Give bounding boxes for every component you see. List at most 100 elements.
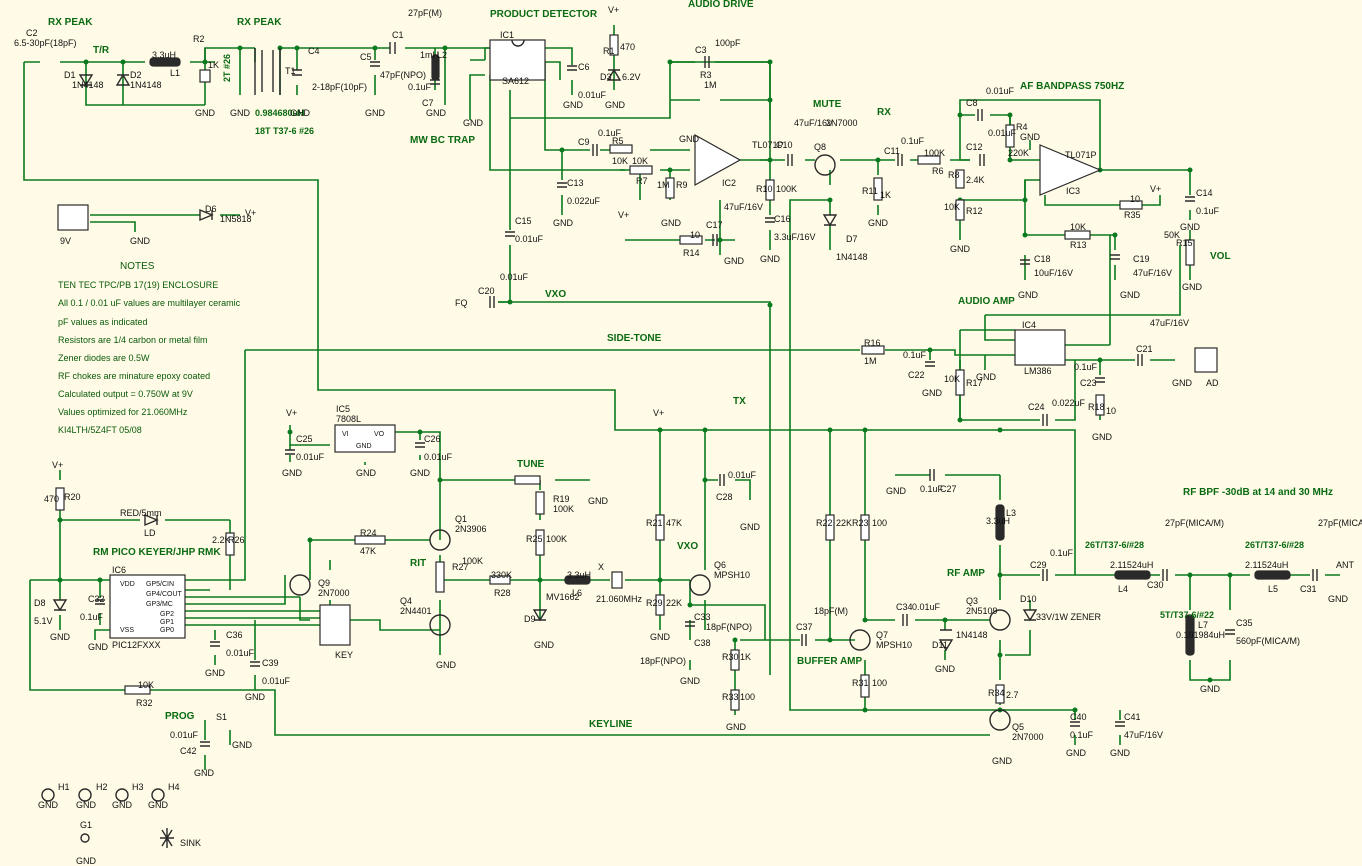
- label-c20: C20: [478, 286, 495, 296]
- vplus-label: V+: [286, 408, 298, 418]
- label-c40-value: 0.1uF: [1070, 730, 1094, 740]
- note-line: Calculated output = 0.750W at 9V: [58, 389, 193, 399]
- label-c9: C9: [578, 137, 590, 147]
- label-q6: Q6: [714, 560, 727, 570]
- label-l4: L4: [1118, 584, 1129, 594]
- section-product-detector: PRODUCT DETECTOR: [490, 9, 598, 20]
- label-r6-value: 100K: [924, 148, 946, 158]
- section-rx: RX: [877, 107, 891, 118]
- gnd-label: GND: [232, 740, 252, 750]
- label-r7: R7: [636, 176, 648, 186]
- vplus-label: V+: [653, 408, 665, 418]
- ic2-opamp: [694, 133, 742, 187]
- label-r24-value: 47K: [360, 546, 377, 556]
- label-r25: R25: [526, 534, 543, 544]
- label-r16: R16: [864, 338, 881, 348]
- label-q6-value: MPSH10: [714, 570, 751, 580]
- label-l7: L7: [1198, 620, 1209, 630]
- label-r22-value: 22K: [836, 518, 853, 528]
- label-ic6-value: PIC12FXXX: [112, 640, 161, 650]
- label-h4: H4: [168, 782, 180, 792]
- label-r5: R5: [612, 136, 624, 146]
- section-prog: PROG: [165, 711, 195, 722]
- label-d9: D9: [524, 614, 536, 624]
- gnd-label: GND: [740, 522, 760, 532]
- label-ic1-value: SA612: [502, 76, 530, 86]
- label-ic3: IC3: [1066, 186, 1081, 196]
- gnd-label: GND: [148, 800, 168, 810]
- label-ad: AD: [1206, 378, 1219, 388]
- label-r14: R14: [683, 248, 700, 258]
- gnd-label: GND: [50, 632, 70, 642]
- label-c14: C14: [1196, 188, 1213, 198]
- label-d7: D7: [846, 234, 858, 244]
- gnd-label: GND: [426, 108, 446, 118]
- label-r31-value: 100: [872, 678, 888, 688]
- label-ic5-vo: VO: [374, 431, 385, 438]
- label-r27: R27: [452, 562, 469, 572]
- gnd-label: GND: [205, 668, 225, 678]
- gnd-label: GND: [1180, 222, 1200, 232]
- label-c8-value: 0.01uF: [986, 86, 1015, 96]
- label-c11: C11: [884, 146, 900, 156]
- label-c39-value: 0.01uF: [262, 676, 291, 686]
- label-ic6-gp0: GP0: [160, 627, 175, 634]
- label-c32-value: 0.1uF: [80, 612, 104, 622]
- label-r12: R12: [966, 206, 983, 216]
- label-c2: C2: [26, 28, 38, 38]
- gnd-label: GND: [290, 108, 310, 118]
- section-mute: MUTE: [813, 99, 842, 110]
- label-r8-value: 2.4K: [966, 175, 985, 185]
- label-c12-value: 0.01uF: [988, 128, 1017, 138]
- label-c13: C13: [567, 178, 584, 188]
- crystal-x: [611, 571, 623, 589]
- label-c35: C35: [1236, 618, 1253, 628]
- label-r1-value: 470: [620, 42, 636, 52]
- label-r11: R11: [862, 186, 878, 196]
- label-sink: SINK: [180, 838, 202, 848]
- label-c3: C3: [695, 45, 707, 55]
- gnd-label: GND: [1120, 290, 1140, 300]
- label-r6: R6: [932, 166, 944, 176]
- label-c1: C1: [392, 30, 404, 40]
- label-r32: R32: [136, 698, 153, 708]
- label-r1: R1: [603, 46, 615, 56]
- gnd-label: GND: [588, 496, 608, 506]
- gnd-label: GND: [365, 108, 385, 118]
- label-l5: L5: [1268, 584, 1279, 594]
- label-x-value: 21.060MHz: [596, 594, 643, 604]
- label-d3-value: 6.2V: [622, 72, 641, 82]
- label-c13-value: 0.022uF: [567, 196, 601, 206]
- label-r18: R18: [1088, 402, 1105, 412]
- label-g1: G1: [80, 820, 93, 830]
- label-l7-value: 0.101984uH: [1176, 630, 1226, 640]
- label-l1: L1: [170, 68, 181, 78]
- gnd-label: GND: [922, 388, 942, 398]
- label-d11-value: 1N4148: [956, 630, 988, 640]
- label-r10-value: 100K: [776, 184, 798, 194]
- label-ic5-gnd: GND: [356, 443, 372, 450]
- gnd-label: GND: [245, 692, 265, 702]
- gnd-label: GND: [410, 468, 430, 478]
- label-d8: D8: [34, 598, 46, 608]
- notes-title: NOTES: [120, 261, 155, 272]
- junction-dots: [57, 45, 1233, 713]
- key-connector: [319, 604, 351, 646]
- label-l3: L3: [1006, 508, 1017, 518]
- label-l2-value: 1mH: [420, 50, 440, 60]
- gnd-label: GND: [1328, 594, 1348, 604]
- section-vxo-1: VXO: [545, 289, 567, 300]
- label-c4-value: 2-18pF(10pF): [312, 82, 368, 92]
- gnd-label: GND: [1018, 290, 1038, 300]
- label-c9-value: 0.1uF: [598, 128, 622, 138]
- label-ic1: IC1: [500, 30, 515, 40]
- note-line: TEN TEC TPC/PB 17(19) ENCLOSURE: [58, 280, 219, 290]
- label-t1-turns: 18T T37-6 #26: [255, 126, 315, 136]
- note-line: All 0.1 / 0.01 uF values are multilayer …: [58, 298, 241, 308]
- label-c11-value: 0.1uF: [901, 136, 925, 146]
- label-s1: S1: [216, 712, 228, 722]
- label-r2: R2: [193, 34, 205, 44]
- label-r21: R21: [646, 518, 663, 528]
- label-c37-value: 18pF(M): [814, 606, 849, 616]
